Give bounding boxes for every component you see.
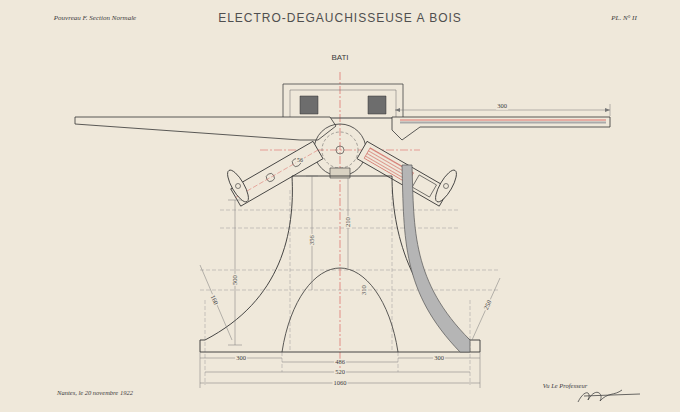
dimension: 500 [232,274,239,286]
author-note: Pouvreau F. Section Normale [53,15,137,22]
dimension: 486 [334,359,346,366]
date-note: Nantes, le 20 novembre 1922 [56,390,134,397]
dimension: 160 [209,293,220,306]
approval-note: Vu Le Professeur [542,383,588,390]
dimension: 520 [334,369,346,376]
dimension: 56 [296,157,304,163]
dimension: 300 [433,355,445,362]
dimension: 1060 [333,380,348,387]
dimension: 300 [235,355,247,362]
dimension: 310 [361,284,368,296]
dimension: 356 [309,234,316,246]
part-name: BATI [330,54,349,62]
dimension: 210 [345,216,352,228]
dimension: 250 [483,298,494,311]
dimension: 300 [496,103,508,110]
plate-number: PL. N° II [610,15,638,22]
drawing-title: ELECTRO-DEGAUCHISSEUSE A BOIS [218,12,462,24]
